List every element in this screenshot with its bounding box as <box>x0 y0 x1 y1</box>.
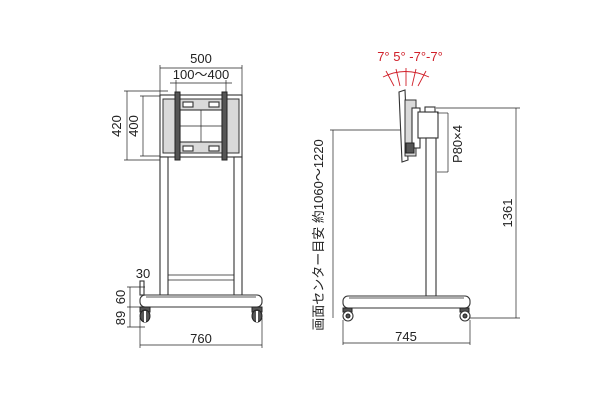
side-caster-left <box>342 307 354 322</box>
side-pole <box>425 137 437 297</box>
vesa-width-label: 100～400 <box>173 67 229 82</box>
base-width-dimension <box>139 318 263 348</box>
overall-width-label: 500 <box>190 51 212 66</box>
screen-center-dimension <box>330 129 406 318</box>
side-base <box>342 295 471 309</box>
pole-label: P80×4 <box>450 125 465 163</box>
vesa-mount-plate <box>159 91 243 161</box>
vesa-height-label: 400 <box>126 115 141 137</box>
front-base <box>139 294 263 308</box>
bottom-height-label: 60 <box>113 290 128 304</box>
bottom-height-dimension <box>127 286 145 328</box>
side-view: 7° 5° -7°-7° 画面センター目安 約1060～1220 <box>311 49 520 345</box>
top-clearance-label: 30 <box>136 266 150 281</box>
front-uprights <box>159 156 243 296</box>
front-view: 500 100～400 420 400 <box>109 51 263 348</box>
overall-width-dimension <box>159 65 243 95</box>
screen-center-label: 画面センター目安 約1060～1220 <box>311 139 326 330</box>
front-caster-left <box>139 306 151 323</box>
height-dimension <box>436 107 520 319</box>
pole-dimension <box>437 112 449 173</box>
tilt-arrows <box>382 68 430 87</box>
caster-height-label: 89 <box>113 311 128 325</box>
side-mount-head <box>398 89 439 163</box>
tilt-angles-label: 7° 5° -7°-7° <box>377 49 443 64</box>
base-riser-marker <box>139 280 145 296</box>
overall-height-label: 420 <box>109 115 124 137</box>
side-caster-right <box>459 307 471 322</box>
front-caster-right <box>251 306 263 323</box>
base-width-label: 760 <box>190 331 212 346</box>
base-depth-label: 745 <box>395 329 417 344</box>
base-depth-dimension <box>342 320 471 345</box>
height-label: 1361 <box>500 199 515 228</box>
